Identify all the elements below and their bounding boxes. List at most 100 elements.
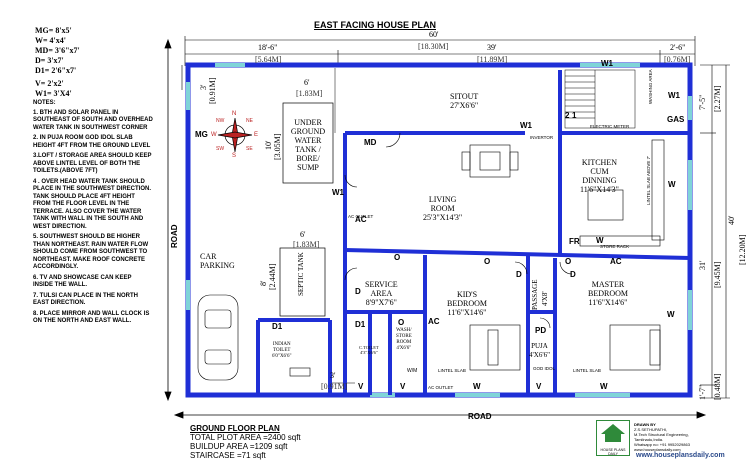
dim-left-width: 18'-6" — [258, 43, 278, 52]
dim-tank-width: 6' — [304, 78, 310, 87]
door-window-legend: MG= 8'x5' W= 4'x4' MD= 3'6"x7' D= 3'x7' … — [35, 26, 155, 99]
dim-right-width: 2'-6" — [670, 43, 686, 52]
sig-line-2: Z.S.SETHUPATHI, — [634, 427, 668, 432]
lintel-slab-master: LINTEL SLAB — [573, 368, 601, 373]
dim-right-width-m: [0.76M] — [664, 55, 691, 64]
interior-walls — [256, 70, 691, 395]
footer-plot: TOTAL PLOT AREA =2400 sqft — [190, 433, 301, 442]
dim-total-width-m: [18.30M] — [418, 42, 449, 51]
septic-tank-label: SEPTIC TANK — [297, 252, 305, 296]
dim-bot-height: 1'-7" — [698, 384, 707, 400]
mark-fr: FR — [569, 237, 580, 246]
legend-md: MD= 3'6"x7' — [35, 46, 80, 55]
footer-heading: GROUND FLOOR PLAN — [190, 424, 280, 433]
mark-w1-sitout: W1 — [520, 121, 532, 130]
note-6: 6. TV AND SHOWCASE CAN KEEP INSIDE THE W… — [33, 274, 132, 289]
electric-meter-label: ELECTRIC METER — [590, 124, 630, 129]
mark-w-store: W — [596, 236, 604, 245]
inverter-label: INVERTOR — [530, 135, 554, 140]
compass-ne: NE — [246, 118, 253, 124]
outer-wall — [185, 62, 693, 398]
notes-block: NOTES: 1. BTH AND SOLAR PANEL IN SOUTHEA… — [33, 100, 153, 329]
lintel-above-label: LINTEL SLAB ABOVE 7' — [646, 156, 651, 205]
mark-md: MD — [364, 138, 377, 147]
dim-septic-height-m: [2.44M] — [268, 263, 277, 290]
mark-o-wash: O — [398, 318, 405, 327]
signature-block: DRAWN BY Z.S.SETHUPATHI, M.Tech Structur… — [634, 422, 690, 452]
footer-build: BUILDUP AREA =1209 sqft — [190, 442, 288, 451]
septic-tank-box — [279, 247, 326, 317]
note-1: 1. BTH AND SOLAR PANEL IN SOUTHEAST OF S… — [33, 109, 153, 131]
mark-v-puja: V — [536, 382, 542, 391]
brand-logo: HOUSE PLANS DAILY — [596, 420, 630, 456]
lintel-slab-kids: LINTEL SLAB — [438, 368, 466, 373]
mark-d-service: D — [355, 287, 361, 296]
door-arcs — [344, 132, 573, 329]
dim-mid-width: 39' — [487, 43, 497, 52]
car-outline — [197, 294, 239, 381]
compass-w: W — [211, 132, 217, 138]
compass-se: SE — [246, 146, 253, 152]
mark-pd: PD — [535, 326, 547, 335]
mark-w-kitchen: W — [668, 180, 676, 189]
dim-left-top: 3' — [199, 84, 208, 90]
footer-block: GROUND FLOOR PLAN TOTAL PLOT AREA =2400 … — [190, 424, 301, 460]
road-bottom-label: ROAD — [468, 412, 492, 421]
mark-d1-indian: D1 — [272, 322, 283, 331]
staircase — [564, 69, 636, 129]
dim-septic-width-m: [1.83M] — [293, 240, 320, 249]
road-left-label: ROAD — [170, 224, 179, 248]
dim-total-height-m: [12.20M] — [738, 234, 747, 265]
mark-w1-top: W1 — [601, 59, 613, 68]
dim-tank-width-m: [1.83M] — [296, 89, 323, 98]
ac-outlet-living: AC OUTLET — [348, 214, 374, 219]
mark-w-kids: W — [473, 382, 481, 391]
mark-ac-kids: AC — [428, 317, 440, 326]
sig-line-6: www.houseplansdaily.com — [634, 447, 681, 452]
top-dimension-lines — [181, 36, 730, 399]
kitchen-counter — [579, 139, 665, 247]
mark-ac-master: AC — [610, 257, 622, 266]
dim-left-bot-m: [0.91M] — [321, 382, 348, 391]
legend-d1: D1= 2'6"x7' — [35, 66, 77, 75]
note-4: 4 . OVER HEAD WATER TANK SHOULD PLACE IN… — [33, 178, 152, 230]
sig-line-5: Whatsapp no: +91 9952029863 — [634, 442, 690, 447]
mark-stair-1: 1 — [572, 111, 577, 120]
sig-line-1: DRAWN BY — [634, 422, 656, 427]
mark-d-kids: D — [516, 270, 522, 279]
ac-outlet-kids: AC OUTLET — [428, 385, 454, 390]
outer-windows — [186, 63, 692, 397]
mark-d-master: D — [570, 270, 576, 279]
note-2: 2. IN PUJA ROOM GOD IDOL SLAB HEIGHT 4FT… — [33, 135, 151, 149]
dim-total-height: 40' — [727, 215, 736, 225]
god-idol-label: GOD IDOL — [533, 366, 556, 371]
note-7: 7. TULSI CAN PLACE IN THE NORTH EAST DIR… — [33, 292, 139, 307]
indian-toilet-fixture — [289, 367, 311, 377]
mark-stair-2: 2 — [565, 111, 570, 120]
living-sofa — [461, 144, 519, 178]
compass-nw: NW — [216, 118, 225, 124]
note-5: 5. SOUTHWEST SHOULD BE HIGHER THAN NORTH… — [33, 234, 149, 270]
legend-d: D= 3'x7' — [35, 56, 64, 65]
note-3: 3.LOFT / STORAGE AREA SHOULD KEEP ABOVE … — [33, 153, 152, 174]
road-arrows — [164, 38, 707, 419]
passage-label: PASSAGE — [531, 279, 539, 310]
mark-mg: MG — [195, 130, 208, 139]
compass-rose — [217, 117, 253, 153]
dim-tank-height: 10' — [264, 140, 273, 150]
sig-line-4: Tamilnadu,India. — [634, 437, 664, 442]
mark-o-top: O — [394, 253, 401, 262]
dim-septic-width: 6' — [300, 230, 306, 239]
mark-w1-right: W1 — [668, 91, 680, 100]
website-url[interactable]: www.houseplansdaily.com — [636, 452, 725, 459]
dim-top-height-m: [2.27M] — [713, 85, 722, 112]
house-logo-icon — [601, 424, 625, 442]
logo-text: HOUSE PLANS DAILY — [600, 448, 626, 456]
mark-ac-living: AC — [355, 215, 367, 224]
